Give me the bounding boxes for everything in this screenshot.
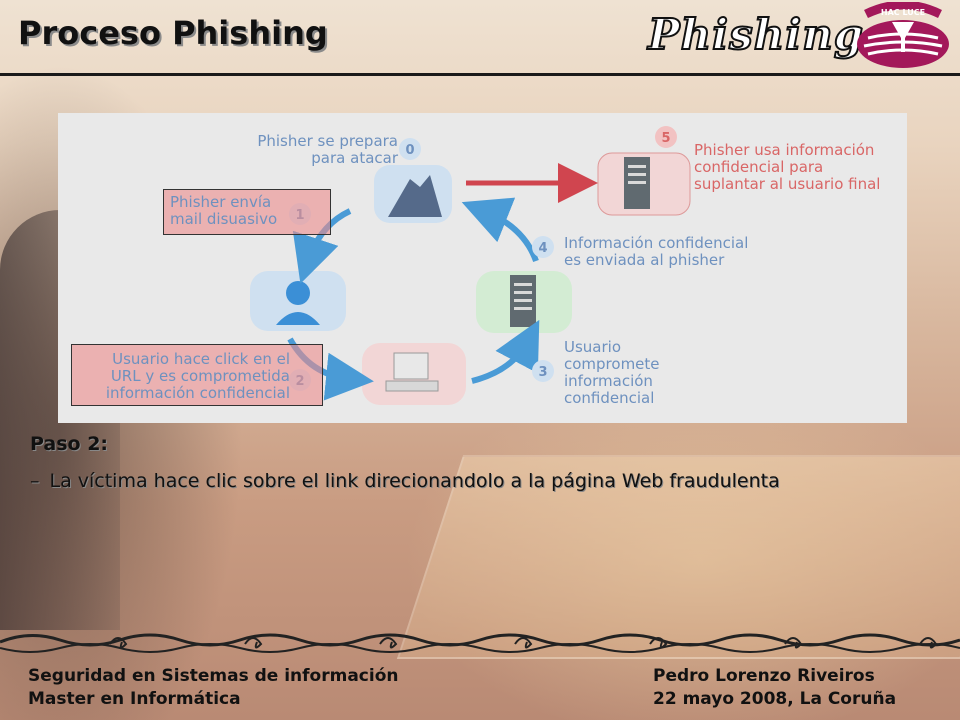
header-divider xyxy=(0,73,960,76)
logo-motto: HAC LUCE xyxy=(881,8,925,17)
step-0-number: 0 xyxy=(405,143,414,158)
footer-course: Seguridad en Sistemas de información xyxy=(28,666,399,686)
step-3-circle xyxy=(532,360,554,382)
step-1-label: Phisher envía mail disuasivo xyxy=(170,193,278,228)
logo-banner xyxy=(864,2,942,19)
decorative-ornament-border xyxy=(0,633,960,653)
step-4-label: Información confidencial es enviada al p… xyxy=(564,234,749,269)
step-4-number: 4 xyxy=(538,241,547,256)
footer-author: Pedro Lorenzo Riveiros xyxy=(653,666,875,686)
page-title: Proceso Phishing xyxy=(18,14,328,52)
step-4-circle xyxy=(532,236,554,258)
footer-left: Seguridad en Sistemas de información Mas… xyxy=(28,665,398,711)
phishing-process-diagram: 0 1 2 3 4 5 Phisher se prepara para atac… xyxy=(58,113,907,423)
step-1-highlight xyxy=(163,189,331,235)
bullet-dash: – xyxy=(30,470,40,492)
step-3-label: Usuario compromete información confidenc… xyxy=(564,338,660,407)
university-logo: HAC LUCE xyxy=(857,2,949,68)
step-5-number: 5 xyxy=(661,131,670,146)
user-icon xyxy=(286,281,310,305)
logo-cup xyxy=(892,22,914,52)
arrow-step-3 xyxy=(471,319,540,384)
step-5-circle xyxy=(655,126,677,148)
step-title: Paso 2: xyxy=(30,433,109,455)
bullet-text: La víctima hace clic sobre el link direc… xyxy=(49,470,780,492)
bullet-item: –La víctima hace clic sobre el link dire… xyxy=(30,470,780,492)
phisher-icon xyxy=(388,175,442,217)
step-2-highlight xyxy=(71,344,323,406)
arrow-step-4 xyxy=(461,197,539,263)
step-3-number: 3 xyxy=(538,365,547,380)
step-0-circle xyxy=(399,138,421,160)
computer-icon xyxy=(393,352,429,380)
brand-text: Phishing xyxy=(647,9,865,60)
footer-program: Master en Informática xyxy=(28,689,241,709)
footer-right: Pedro Lorenzo Riveiros 22 mayo 2008, La … xyxy=(653,665,896,711)
step-2-label: Usuario hace click en el URL y es compro… xyxy=(105,350,290,402)
step-5-label: Phisher usa información confidencial par… xyxy=(694,141,881,193)
step-0-label: Phisher se prepara para atacar xyxy=(257,132,398,167)
footer-date: 22 mayo 2008, La Coruña xyxy=(653,689,897,709)
